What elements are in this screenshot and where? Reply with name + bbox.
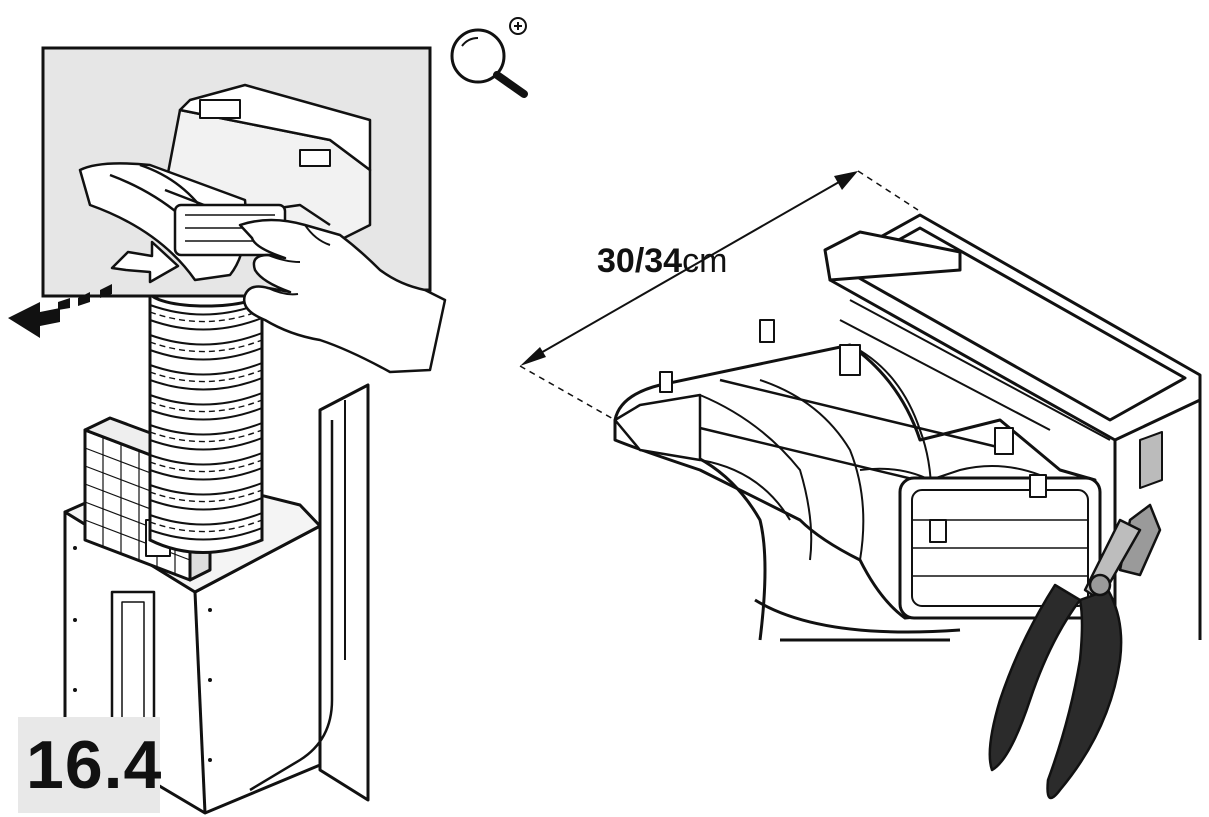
dimension-label: 30/34cm — [597, 242, 727, 281]
duct-adapter-small — [78, 83, 372, 282]
arrow-left-icon — [8, 284, 112, 338]
detail-inset — [41, 46, 447, 374]
pliers-icon — [988, 503, 1162, 800]
push-arrow — [110, 240, 180, 284]
flexible-hose — [148, 276, 264, 554]
hand-illustration — [238, 218, 447, 374]
cabinet-rivets — [73, 546, 212, 762]
dimension-arrow — [519, 170, 919, 421]
dimension-value: 30/34 — [597, 242, 683, 280]
duct-adapter-large — [613, 213, 1202, 642]
dimension-unit: cm — [682, 242, 728, 280]
step-number-label: 16.4 — [18, 717, 161, 813]
magnifier-plus-icon — [450, 17, 528, 98]
